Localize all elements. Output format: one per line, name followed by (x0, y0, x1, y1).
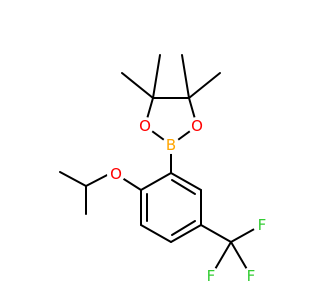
atom-oxygen-right: O (188, 117, 206, 135)
atom-oxygen-ether: O (107, 165, 125, 183)
atom-fluorine-2: F (242, 267, 260, 285)
svg-text:B: B (166, 136, 176, 154)
bond-c5-methyl-up (181, 54, 190, 99)
atom-label-layer: B O O O F F F (107, 117, 271, 285)
atom-fluorine-1: F (253, 216, 271, 234)
bond-cf3-f3 (213, 241, 232, 272)
atom-boron: B (162, 136, 180, 154)
bond-layer (59, 54, 259, 272)
bond-c4-methyl-left (121, 72, 154, 99)
bond-c6-c1-inner (171, 179, 196, 195)
bond-c4ar-c5ar (170, 224, 202, 243)
bond-cf3-f1 (230, 226, 259, 243)
bond-ch-methyl-up (59, 171, 87, 187)
bond-c1-c2 (140, 172, 172, 191)
bond-c4-methyl-up (152, 54, 161, 99)
bond-cf3-f2 (230, 241, 249, 272)
bond-c5ar-cf3 (200, 224, 232, 243)
svg-text:F: F (207, 267, 216, 285)
bond-c6-c1 (170, 172, 202, 191)
bond-c4ar-c5ar-inner (171, 220, 196, 236)
bond-c5-methyl-right (188, 72, 221, 99)
bond-c3-c4ar (140, 224, 172, 243)
svg-text:F: F (258, 216, 267, 234)
atom-fluorine-3: F (202, 267, 220, 285)
atom-oxygen-left: O (136, 117, 154, 135)
svg-text:O: O (191, 117, 203, 135)
svg-text:O: O (139, 117, 151, 135)
molecule-structure-diagram: B O O O F F F (59, 54, 271, 285)
svg-text:O: O (110, 165, 122, 183)
svg-text:F: F (247, 267, 256, 285)
